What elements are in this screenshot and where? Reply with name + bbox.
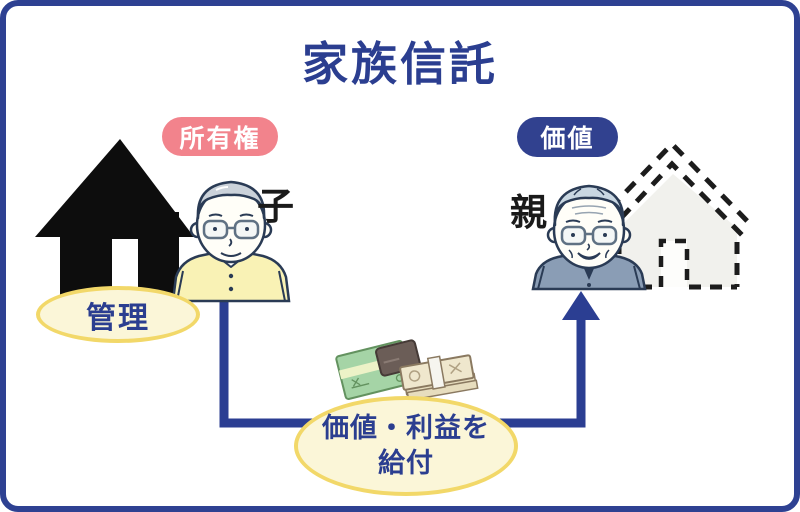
- benefit-bubble: 価値・利益を 給付: [294, 396, 518, 496]
- black-house-icon: [35, 139, 194, 298]
- son-illustration: [171, 180, 291, 303]
- page-title: 家族信託: [302, 37, 498, 91]
- parent-label: 親: [510, 191, 547, 234]
- manage-bubble-label: 管理: [86, 300, 150, 336]
- manage-bubble: 管理: [36, 286, 200, 343]
- money-icons: [335, 339, 479, 402]
- value-badge: 価値: [517, 117, 618, 157]
- son-label: 子: [257, 185, 294, 228]
- benefit-bubble-line2: 給付: [378, 448, 434, 479]
- ownership-badge: 所有権: [162, 117, 278, 156]
- dashed-house-icon: [592, 140, 756, 290]
- value-badge-label: 価値: [540, 124, 595, 153]
- father-illustration: [531, 184, 647, 291]
- diagram-artwork: [35, 139, 756, 428]
- cash-bundle-icon: [399, 354, 479, 402]
- benefit-bubble-line1: 価値・利益を: [322, 412, 490, 444]
- ownership-badge-label: 所有権: [179, 123, 261, 153]
